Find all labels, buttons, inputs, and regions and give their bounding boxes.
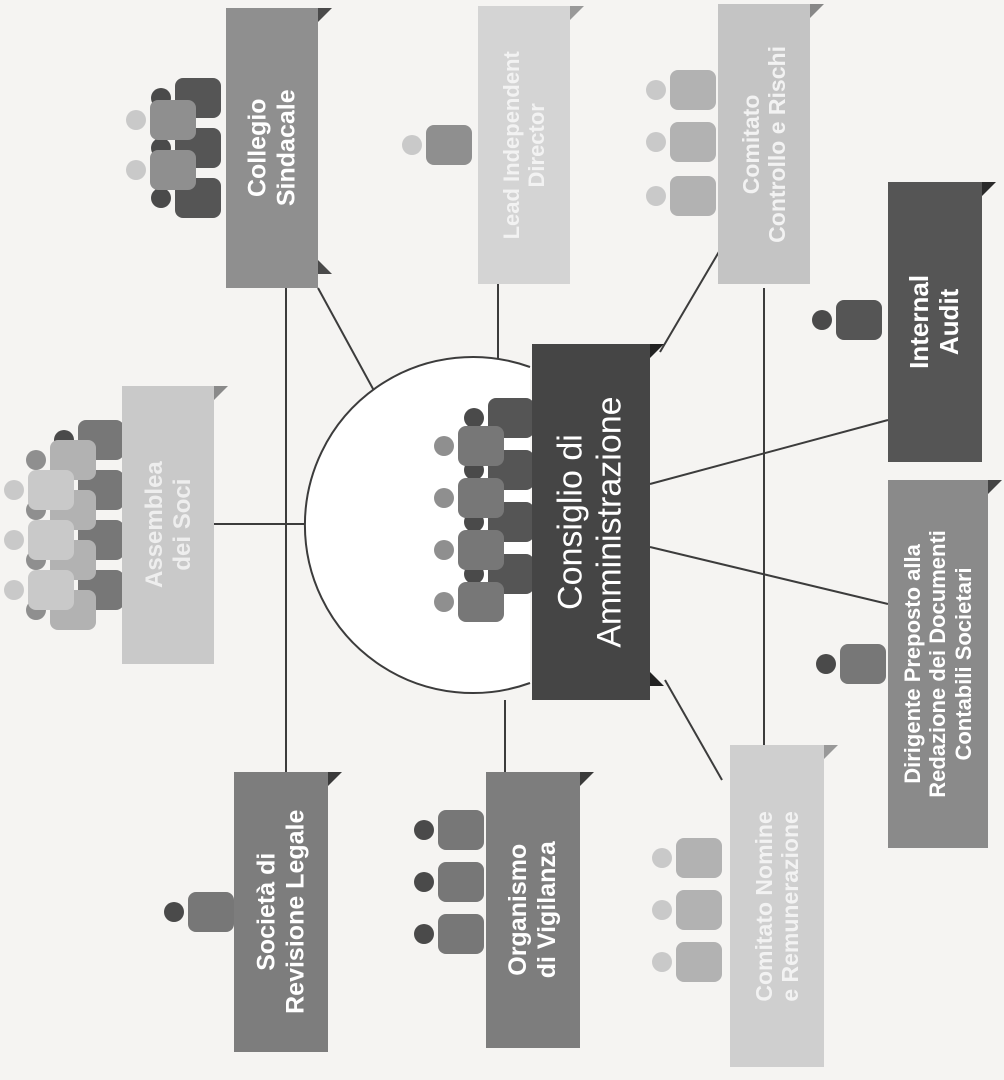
revisione-line2: Revisione Legale: [281, 809, 309, 1015]
person-icon-vigilanza-2: [414, 914, 484, 954]
person-icon-consiglio-back-0: [434, 426, 504, 466]
person-icon-nomine-0: [652, 838, 722, 878]
fold-vigilanza: [580, 772, 594, 786]
person-icon-consiglio-0: [464, 398, 534, 438]
fold-collegio-b: [318, 260, 332, 274]
revisione-line1: Società di: [252, 852, 281, 972]
person-icon-controllo-0: [646, 70, 716, 110]
nomine-line1: Comitato Nomine: [750, 810, 777, 1002]
fold-dirigente: [988, 480, 1002, 494]
fold-nomine: [824, 745, 838, 759]
lead-line2: Director: [524, 102, 549, 188]
controllo-line2: Controllo e Rischi: [764, 45, 791, 243]
consiglio-line1: Consiglio di: [551, 434, 590, 610]
person-icon-consiglio-back-3: [434, 582, 504, 622]
fold-consiglio: [650, 344, 664, 358]
assemblea-line2: dei Soci: [168, 478, 195, 572]
fold-controllo: [810, 4, 824, 18]
person-icon-controllo-1: [646, 122, 716, 162]
assemblea-line1: Assemblea: [140, 461, 168, 589]
vigilanza-line2: di Vigilanza: [533, 841, 562, 979]
collegio-line1: Collegio: [243, 98, 272, 198]
person-icon-collegio-back-1: [126, 150, 196, 190]
person-icon-controllo-2: [646, 176, 716, 216]
person-icon-assemblea-back-0: [4, 470, 74, 510]
fold-collegio: [318, 8, 332, 22]
collegio-line2: Sindacale: [272, 89, 301, 207]
dirigente-line1: Dirigente Preposto alla: [900, 544, 926, 784]
dirigente-line2: Redazione dei Documenti: [925, 530, 951, 798]
person-icon-nomine-1: [652, 890, 722, 930]
audit-line1: Internal: [904, 275, 935, 369]
fold-assemblea: [214, 386, 228, 400]
person-icon-revisione: [164, 892, 234, 932]
person-icon-vigilanza-1: [414, 862, 484, 902]
person-icon-nomine-2: [652, 942, 722, 982]
person-icon-dirigente: [816, 644, 886, 684]
consiglio-line2: Amministrazione: [591, 396, 629, 648]
fold-audit: [982, 182, 996, 196]
line-nomine: [664, 679, 723, 781]
vigilanza-line1: Organismo: [504, 844, 533, 976]
lead-line1: Lead Independent: [498, 50, 524, 240]
fold-consiglio-b: [650, 672, 664, 686]
person-icon-lead: [402, 125, 472, 165]
person-icon-collegio-back-0: [126, 100, 196, 140]
line-dirigente: [649, 546, 889, 605]
fold-lead: [570, 6, 584, 20]
line-audit: [649, 419, 889, 485]
line-controllo: [659, 249, 721, 353]
fold-revisione: [328, 772, 342, 786]
audit-line2: Audit: [933, 288, 964, 356]
person-icon-consiglio-back-2: [434, 530, 504, 570]
person-icon-audit: [812, 300, 882, 340]
line-collegio: [317, 287, 379, 399]
dirigente-line3: Contabili Societari: [950, 567, 976, 761]
person-icon-consiglio-back-1: [434, 478, 504, 518]
controllo-line1: Comitato: [737, 94, 764, 194]
person-icon-vigilanza-0: [414, 810, 484, 850]
nomine-line2: e Remunerazione: [777, 810, 804, 1002]
person-icon-assemblea-back-1: [4, 520, 74, 560]
person-icon-assemblea-back-2: [4, 570, 74, 610]
